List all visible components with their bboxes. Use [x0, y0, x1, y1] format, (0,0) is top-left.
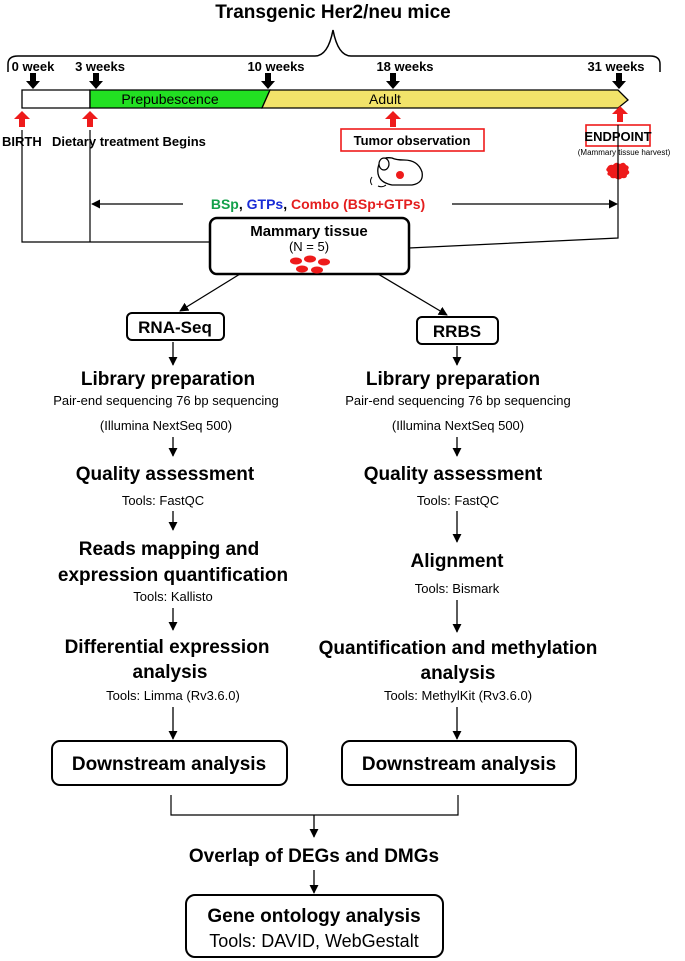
rnaseq-downstream-box [51, 740, 288, 786]
endpoint-sublabel: (Mammary tissue harvest) [578, 148, 671, 157]
treatment-bsp: BSp [211, 196, 239, 212]
week-label-0: 0 week [12, 59, 55, 74]
rrbs-quant-tools: Tools: MethylKit (Rv3.6.0) [384, 688, 532, 703]
rnaseq-de-title-2: analysis [133, 662, 208, 683]
phase-adult: Adult [369, 91, 401, 107]
dietary-label: Dietary treatment Begins [52, 134, 206, 149]
phase-prepubescence: Prepubescence [121, 91, 219, 107]
rnaseq-library-title: Library preparation [81, 369, 255, 390]
rrbs-quant-title-1: Quantification and methylation [319, 638, 598, 659]
red-up-arrows [14, 106, 628, 127]
branch-arrow-rrbs [377, 273, 448, 316]
treatment-sep-2: , [283, 196, 291, 212]
week-label-3: 3 weeks [75, 59, 125, 74]
rnaseq-library-line2: (Illumina NextSeq 500) [100, 418, 232, 433]
week-arrows [26, 73, 626, 89]
go-tools: Tools: DAVID, WebGestalt [209, 931, 418, 951]
week-label-10: 10 weeks [247, 59, 304, 74]
tumor-label: Tumor observation [354, 133, 471, 148]
diagram-title: Transgenic Her2/neu mice [215, 2, 451, 23]
rrbs-qa-tools: Tools: FastQC [417, 493, 499, 508]
rrbs-library-line1: Pair-end sequencing 76 bp sequencing [345, 393, 571, 408]
mammary-tissue-box [208, 216, 411, 276]
go-title: Gene ontology analysis [207, 906, 420, 927]
rrbs-downstream-box [341, 740, 577, 786]
treatment-gtps: GTPs [247, 196, 284, 212]
rnaseq-qa-title: Quality assessment [76, 464, 255, 485]
go-box [185, 894, 444, 958]
timeline-segment-adult [260, 89, 629, 109]
mammary-tissue-n: (N = 5) [289, 239, 329, 254]
title-brace [7, 29, 661, 72]
rnaseq-label: RNA-Seq [138, 318, 212, 337]
treatment-combo: Combo (BSp+GTPs) [291, 196, 425, 212]
rnaseq-library-line1: Pair-end sequencing 76 bp sequencing [53, 393, 279, 408]
connector-endpoint [408, 125, 619, 249]
rnaseq-downstream-label: Downstream analysis [72, 754, 266, 775]
rnaseq-de-title-1: Differential expression [65, 637, 270, 658]
week-label-31: 31 weeks [587, 59, 644, 74]
rnaseq-box [126, 312, 225, 341]
merge-bracket [170, 795, 459, 816]
week-label-18: 18 weeks [376, 59, 433, 74]
rnaseq-qa-tools: Tools: FastQC [122, 493, 204, 508]
rrbs-library-line2: (Illumina NextSeq 500) [392, 418, 524, 433]
timeline-segment-birth [21, 89, 91, 109]
tissue-samples-icon [290, 255, 330, 274]
rrbs-box [416, 316, 499, 345]
connector-birth [21, 130, 210, 243]
rnaseq-map-title-1: Reads mapping and [79, 539, 260, 560]
overlap-label: Overlap of DEGs and DMGs [189, 846, 439, 867]
mammary-tissue-title: Mammary tissue [250, 223, 368, 240]
rnaseq-map-title-2: expression quantification [58, 565, 288, 586]
rrbs-align-title: Alignment [411, 551, 505, 572]
tumor-box [340, 128, 485, 152]
rrbs-qa-title: Quality assessment [364, 464, 543, 485]
rrbs-label: RRBS [433, 322, 481, 341]
treatment-sep-1: , [239, 196, 247, 212]
rnaseq-de-tools: Tools: Limma (Rv3.6.0) [106, 688, 240, 703]
rnaseq-map-tools: Tools: Kallisto [133, 589, 212, 604]
mouse-icon [370, 157, 423, 188]
rrbs-downstream-label: Downstream analysis [362, 754, 556, 775]
treatment-label: BSp, GTPs, Combo (BSp+GTPs) [211, 196, 425, 212]
rrbs-align-tools: Tools: Bismark [415, 581, 500, 596]
rrbs-quant-title-2: analysis [421, 663, 496, 684]
rrbs-library-title: Library preparation [366, 369, 540, 390]
branch-arrow-rnaseq [179, 273, 241, 312]
